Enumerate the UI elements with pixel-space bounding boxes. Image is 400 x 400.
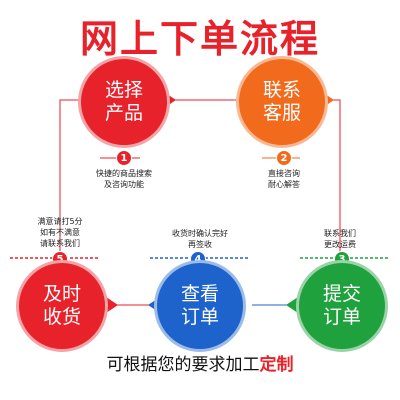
step-2-desc: 直接咨询 耐心解答 xyxy=(268,169,300,189)
step-4-label: 查看订单 xyxy=(180,283,219,328)
step-4-desc: 收货时确认完好 再签收 xyxy=(172,229,228,249)
step-4-circle: 查看订单 xyxy=(154,260,246,352)
step-1-badge: 1 xyxy=(116,150,132,166)
step-2-circle: 联系客服 xyxy=(236,56,328,148)
step-2-label: 联系客服 xyxy=(262,79,301,124)
step-1-desc: 快捷的商品搜索 及咨询功能 xyxy=(96,169,152,189)
pointer-3 xyxy=(286,297,298,313)
step-5-label: 及时收货 xyxy=(42,283,81,328)
step-1-label: 选择产品 xyxy=(104,79,143,124)
step-5-circle: 及时收货 xyxy=(16,260,108,352)
footer-note: 可根据您的要求加工定制 xyxy=(0,350,400,375)
step-1-circle: 选择产品 xyxy=(78,56,170,148)
step-3-label: 提交订单 xyxy=(322,283,361,328)
step-2-badge: 2 xyxy=(276,150,292,166)
footer-text: 可根据您的要求加工 xyxy=(106,355,260,375)
footer-highlight: 定制 xyxy=(259,355,294,375)
page-title: 网上下单流程 xyxy=(79,17,320,61)
pointer-5 xyxy=(106,297,118,313)
connector-left xyxy=(59,99,80,260)
step-3-circle: 提交订单 xyxy=(296,260,388,352)
step-3-desc: 联系我们 更改运费 xyxy=(324,229,356,249)
step-5-desc: 满意请打5分 如有不满意 请联系我们 xyxy=(37,217,83,248)
